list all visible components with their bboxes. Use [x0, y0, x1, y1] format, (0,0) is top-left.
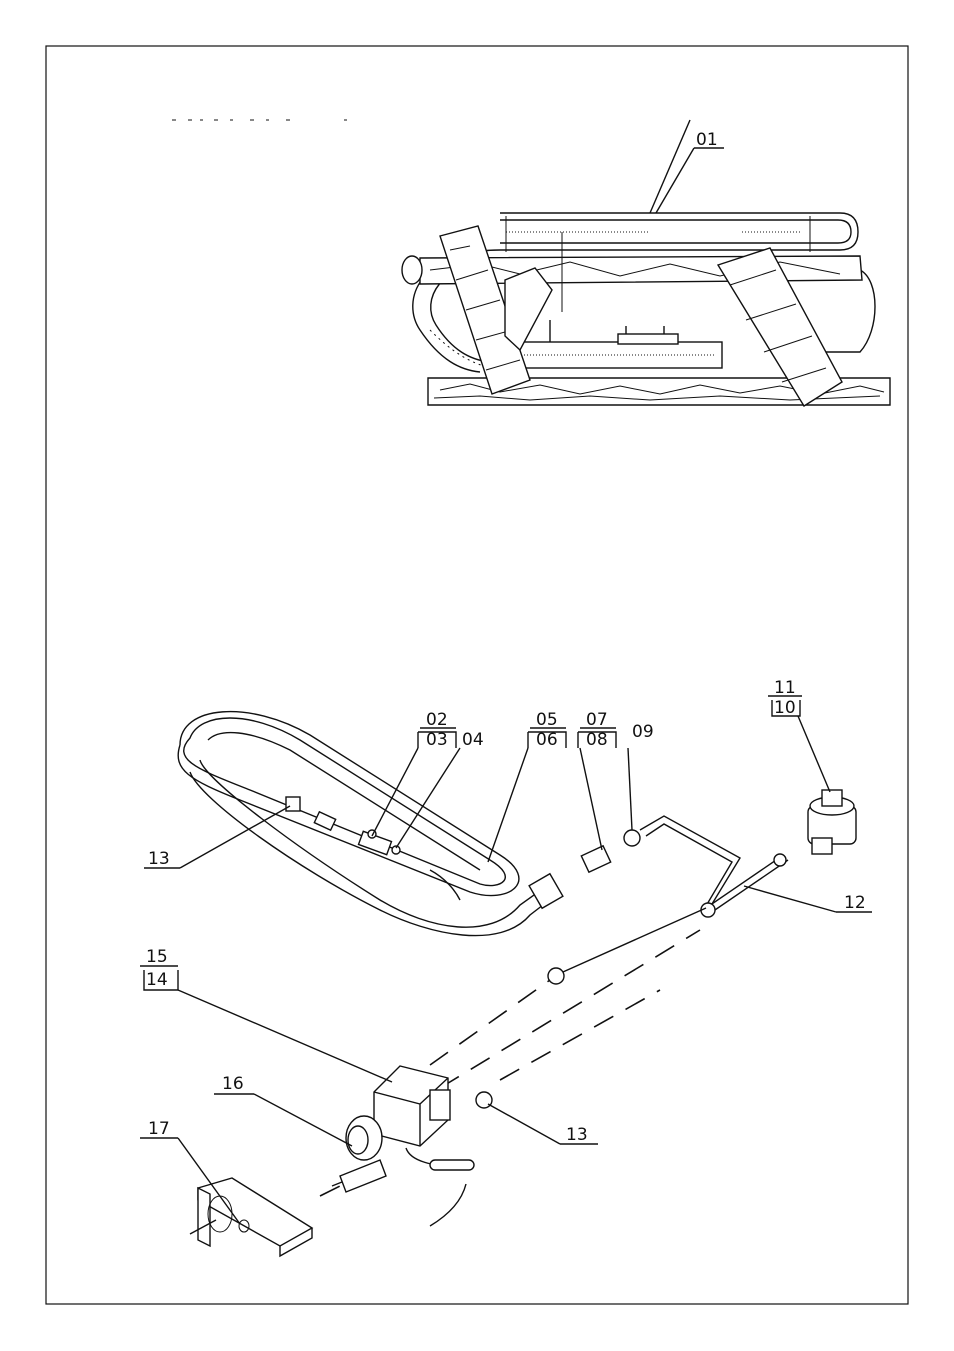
label-14: 14	[146, 970, 168, 990]
label-08: 08	[586, 730, 608, 750]
burner-tube-upper	[500, 213, 858, 250]
label-01: 01	[696, 130, 718, 150]
label-12: 12	[844, 893, 866, 913]
control-exploded-view: 02 03 04 05 06 07 08 09 11 10 12	[140, 678, 872, 1256]
connector-07-08	[581, 846, 610, 872]
gas-valve	[374, 1066, 474, 1170]
leader-01	[650, 120, 690, 213]
nut-09	[624, 830, 640, 846]
label-09: 09	[632, 722, 654, 742]
label-17: 17	[148, 1119, 170, 1139]
label-07: 07	[586, 710, 608, 730]
nut-13-upper	[286, 797, 300, 811]
label-04: 04	[462, 730, 484, 750]
nut-mid	[548, 968, 564, 984]
label-10: 10	[774, 698, 796, 718]
label-03: 03	[426, 730, 448, 750]
burner-log-assembly: 01	[402, 120, 890, 406]
label-16: 16	[222, 1074, 244, 1094]
pipe-end-fitting	[529, 874, 563, 909]
pilot-tube-loop	[184, 718, 506, 886]
mounting-bracket	[190, 1178, 312, 1256]
label-06: 06	[536, 730, 558, 750]
label-11: 11	[774, 678, 796, 698]
piezo-igniter	[340, 1160, 386, 1192]
label-02: 02	[426, 710, 448, 730]
flex-line-12	[706, 856, 782, 908]
label-13-lower: 13	[566, 1125, 588, 1145]
injector	[314, 812, 335, 830]
label-13-upper: 13	[148, 849, 170, 869]
regulator	[808, 790, 856, 854]
label-15: 15	[146, 947, 168, 967]
label-05: 05	[536, 710, 558, 730]
